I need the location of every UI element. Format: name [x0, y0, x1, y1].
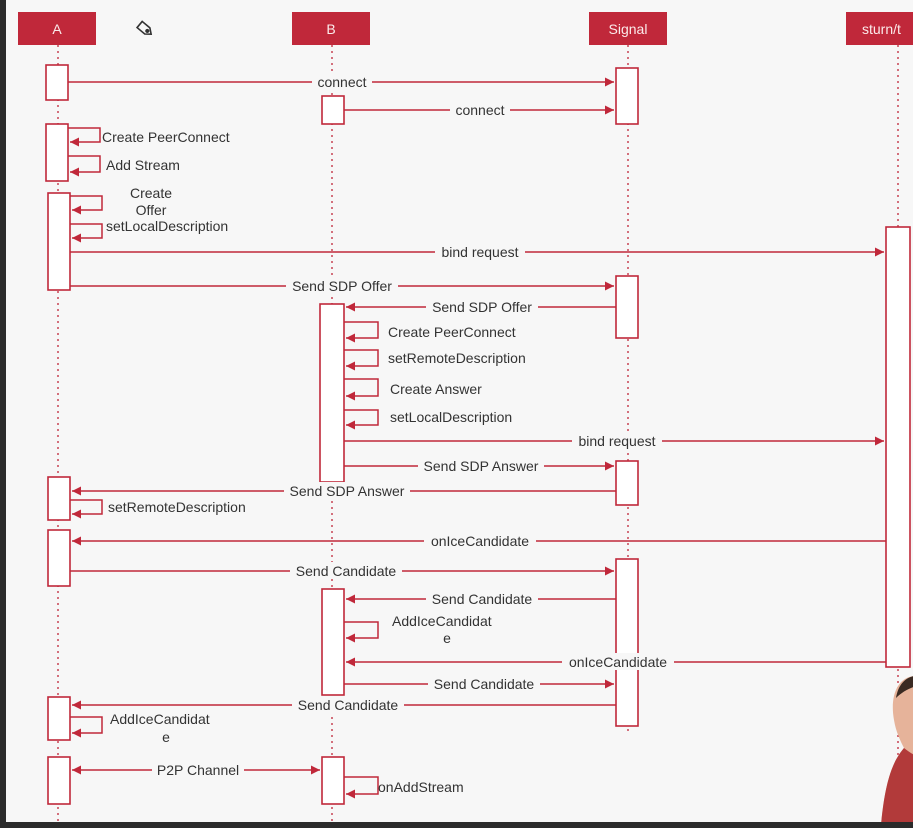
activation-a-6 [47, 696, 71, 741]
arrow-m6 [70, 223, 103, 243]
arrow-m5 [70, 195, 103, 215]
label-m6: setLocalDescription [106, 218, 228, 234]
label-m5a: Create [130, 185, 172, 201]
participant-signal: Signal [589, 12, 667, 45]
label-m22: onIceCandidate [569, 654, 667, 670]
label-m4: Add Stream [106, 157, 180, 173]
activations [45, 64, 911, 805]
activation-signal-2 [615, 275, 639, 339]
lifelines [57, 45, 899, 822]
arrow-m27 [344, 776, 379, 799]
activation-stun-1 [885, 226, 911, 668]
label-m13: setLocalDescription [390, 409, 512, 425]
label-m20: Send Candidate [432, 591, 533, 607]
participant-a: A [18, 12, 96, 45]
label-m21b: e [443, 630, 451, 646]
arrow-m4 [68, 155, 101, 177]
sequence-diagram: connect connect bind request Send SDP Of… [45, 45, 911, 822]
label-m17: setRemoteDescription [108, 499, 246, 515]
activation-a-1 [45, 64, 69, 101]
label-m23: Send Candidate [434, 676, 535, 692]
activation-b-1 [321, 95, 345, 125]
activation-b-3 [321, 588, 345, 696]
participant-b: B [292, 12, 370, 45]
label-m7: bind request [441, 244, 518, 260]
activation-signal-4 [615, 558, 639, 727]
label-m19: Send Candidate [296, 563, 397, 579]
arrow-m25 [70, 716, 103, 738]
arrow-m10 [344, 321, 379, 343]
label-m5b: Offer [136, 202, 167, 218]
label-m24: Send Candidate [298, 697, 399, 713]
self-labels: Create PeerConnect Add Stream Create Off… [102, 129, 526, 795]
label-m25a: AddIceCandidat [110, 711, 210, 727]
arrow-m3 [68, 127, 101, 147]
activation-b-2 [319, 303, 345, 483]
bottom-bar [0, 822, 913, 828]
activation-a-7 [47, 756, 71, 805]
activation-a-5 [47, 529, 71, 587]
label-m11: setRemoteDescription [388, 350, 526, 366]
activation-a-4 [47, 476, 71, 521]
label-m14: bind request [578, 433, 655, 449]
label-m1: connect [317, 74, 366, 90]
arrow-m21 [344, 621, 379, 643]
label-m26: P2P Channel [157, 762, 239, 778]
label-m16: Send SDP Answer [290, 483, 405, 499]
label-m15: Send SDP Answer [424, 458, 539, 474]
label-m8: Send SDP Offer [292, 278, 392, 294]
arrow-m17 [70, 499, 103, 519]
label-m21a: AddIceCandidat [392, 613, 492, 629]
label-m25b: e [162, 729, 170, 745]
label-m18: onIceCandidate [431, 533, 529, 549]
presenter-video-overlay [881, 676, 913, 822]
label-m27: onAddStream [378, 779, 464, 795]
label-m10: Create PeerConnect [388, 324, 516, 340]
inline-labels: connect connect bind request Send SDP Of… [152, 73, 674, 778]
arrow-m13 [344, 409, 379, 430]
tag-icon [135, 20, 153, 35]
activation-a-2 [45, 123, 69, 182]
activation-signal-1 [615, 67, 639, 125]
label-m9: Send SDP Offer [432, 299, 532, 315]
activation-b-4 [321, 756, 345, 805]
diagram-canvas: connect connect bind request Send SDP Of… [6, 0, 913, 822]
activation-a-3 [47, 192, 71, 291]
participant-stun: sturn/t [846, 12, 913, 45]
activation-signal-3 [615, 460, 639, 506]
label-m3: Create PeerConnect [102, 129, 230, 145]
arrow-m12 [344, 378, 379, 401]
label-m12: Create Answer [390, 381, 482, 397]
arrow-m11 [344, 349, 379, 371]
label-m2: connect [455, 102, 504, 118]
